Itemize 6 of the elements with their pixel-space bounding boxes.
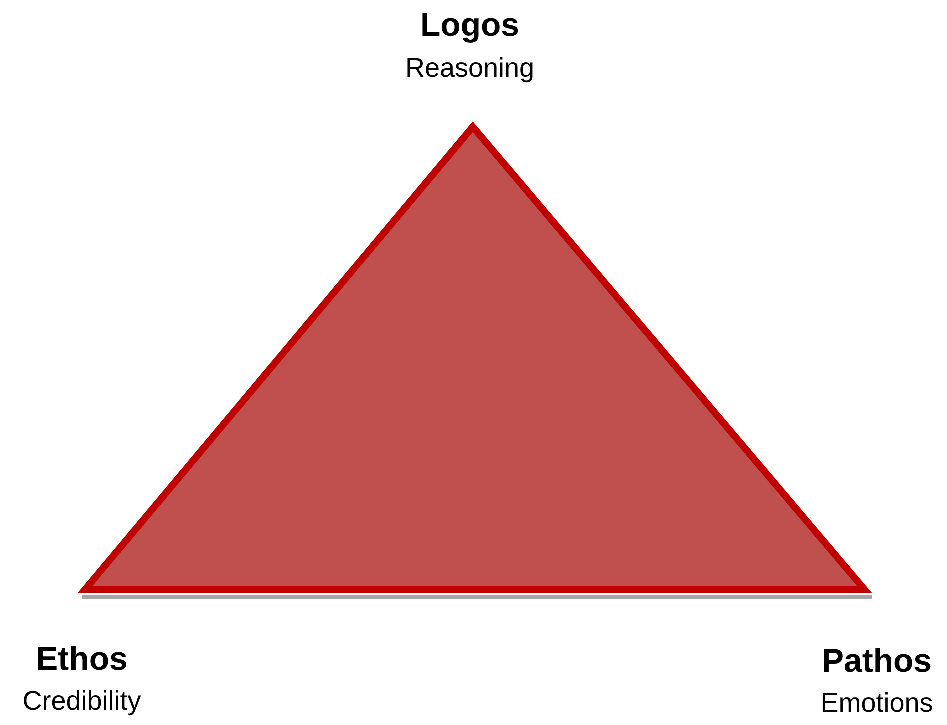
heading-label: Logos (420, 8, 520, 41)
subtitle-label: Credibility (22, 688, 142, 715)
heading-label: Pathos (822, 644, 932, 677)
subtitle-label: Emotions (820, 690, 934, 717)
heading-label: Ethos (36, 642, 128, 675)
subtitle-label: Reasoning (405, 55, 535, 82)
